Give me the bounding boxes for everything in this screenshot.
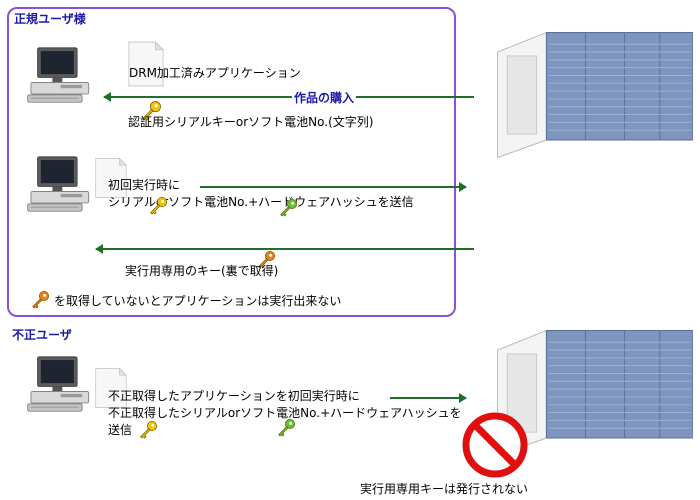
legit-note: を取得していないとアプリケーションは実行出来ない <box>54 294 342 308</box>
illegal-line1: 不正取得したアプリケーションを初回実行時に <box>108 389 360 403</box>
exec-key-label: 実行用専用のキー(裏で取得) <box>125 264 279 278</box>
prohibited-icon <box>462 412 528 478</box>
illegal-send-arrow <box>390 393 467 403</box>
key-icon <box>276 418 296 438</box>
illegal-line3: 送信 <box>108 423 133 437</box>
purchase-arrow <box>103 92 474 102</box>
no-key-issued-label: 実行用専用キーは発行されない <box>360 482 529 496</box>
legit-user-title: 正規ユーザ様 <box>14 12 86 26</box>
key-icon <box>148 196 168 216</box>
first-run-line2: シリアルorソフト電池No.+ハードウェアハッシュを送信 <box>108 195 414 209</box>
key-icon <box>30 290 50 310</box>
computer-icon <box>26 155 92 213</box>
send-arrow <box>200 182 467 192</box>
drm-app-label: DRM加工済みアプリケーション <box>129 66 301 80</box>
illegal-user-title: 不正ユーザ <box>12 328 72 342</box>
first-run-line1: 初回実行時に <box>108 178 181 192</box>
key-icon <box>138 420 158 440</box>
key-icon <box>278 198 298 218</box>
legit-user-box <box>7 7 456 317</box>
computer-icon <box>26 355 92 413</box>
computer-icon <box>26 46 92 104</box>
purchase-label: 作品の購入 <box>292 89 357 106</box>
illegal-line2: 不正取得したシリアルorソフト電池No.+ハードウェアハッシュを <box>108 406 462 420</box>
serial-key-label: 認証用シリアルキーorソフト電池No.(文字列) <box>128 115 374 129</box>
server-icon <box>478 32 693 160</box>
return-key-arrow <box>95 244 474 254</box>
